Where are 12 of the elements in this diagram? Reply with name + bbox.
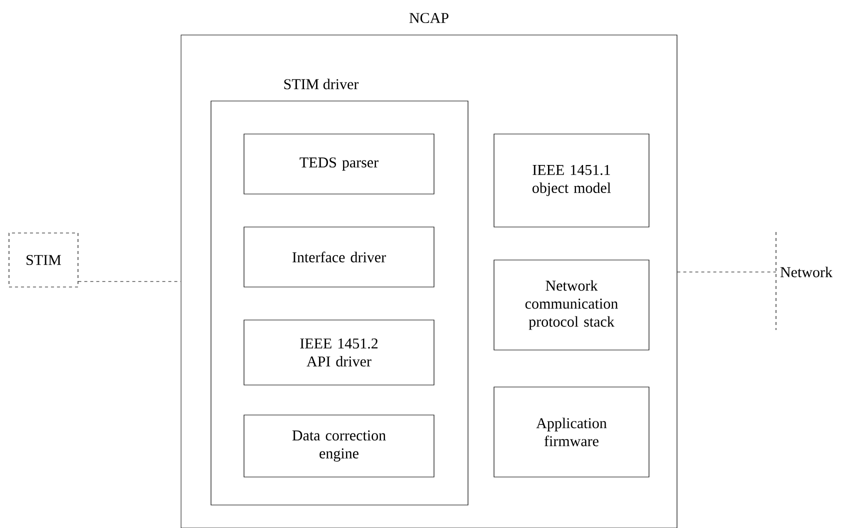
component-box: Data correction engine [244,414,434,478]
component-box: Interface driver [244,226,434,288]
node-label: STIM driver [284,78,359,90]
network-label: Network [780,266,832,278]
component-box: TEDS parser [244,134,434,194]
component-box: Network communication protocol stack [494,260,650,350]
component-box: IEEE 1451.1 object model [494,134,650,228]
component-box: Application firmware [494,386,650,478]
connector-line [78,281,181,282]
component-box: IEEE 1451.2 API driver [244,320,434,386]
node-label: NCAP [409,12,448,24]
dashed-box: STIM [8,232,78,288]
